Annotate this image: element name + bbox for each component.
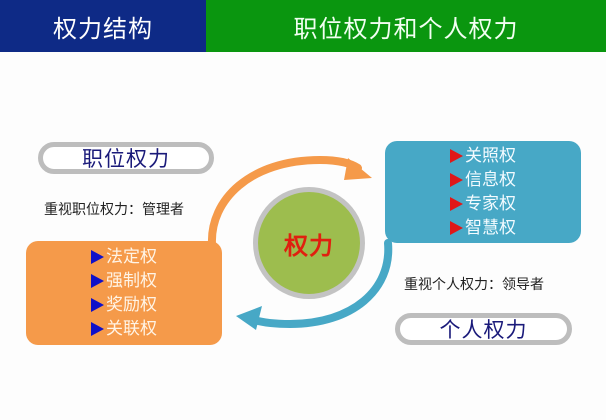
blue-arrow [244, 239, 393, 329]
blue-arrowhead [236, 306, 262, 330]
center-label: 权力 [284, 231, 334, 260]
slide-title: 职位权力和个人权力 [206, 0, 606, 52]
orange-arrowhead [344, 158, 372, 180]
list-item: 智慧权 [450, 217, 516, 239]
triangle-bullet-icon [91, 250, 104, 264]
triangle-bullet-icon [450, 197, 463, 211]
list-item: 奖励权 [91, 294, 157, 316]
triangle-bullet-icon [450, 221, 463, 235]
list-item: 信息权 [450, 169, 516, 191]
list-item: 关照权 [450, 145, 516, 167]
list-item: 法定权 [91, 246, 157, 268]
position-power-pill: 职位权力 [38, 142, 214, 174]
section-title: 权力结构 [0, 0, 206, 52]
personal-power-pill: 个人权力 [395, 313, 572, 345]
list-item: 强制权 [91, 270, 157, 292]
triangle-bullet-icon [91, 322, 104, 336]
position-power-caption: 重视职位权力：管理者 [44, 202, 184, 218]
list-item: 关联权 [91, 318, 157, 340]
triangle-bullet-icon [450, 173, 463, 187]
power-center-circle: 权力 [253, 187, 365, 299]
position-power-box: 法定权 强制权 奖励权 关联权 [26, 241, 222, 345]
triangle-bullet-icon [450, 149, 463, 163]
header-bar: 权力结构 职位权力和个人权力 [0, 0, 606, 52]
personal-power-caption: 重视个人权力：领导者 [404, 277, 544, 293]
list-item: 专家权 [450, 193, 516, 215]
triangle-bullet-icon [91, 274, 104, 288]
triangle-bullet-icon [91, 298, 104, 312]
personal-power-box: 关照权 信息权 专家权 智慧权 [385, 141, 581, 243]
